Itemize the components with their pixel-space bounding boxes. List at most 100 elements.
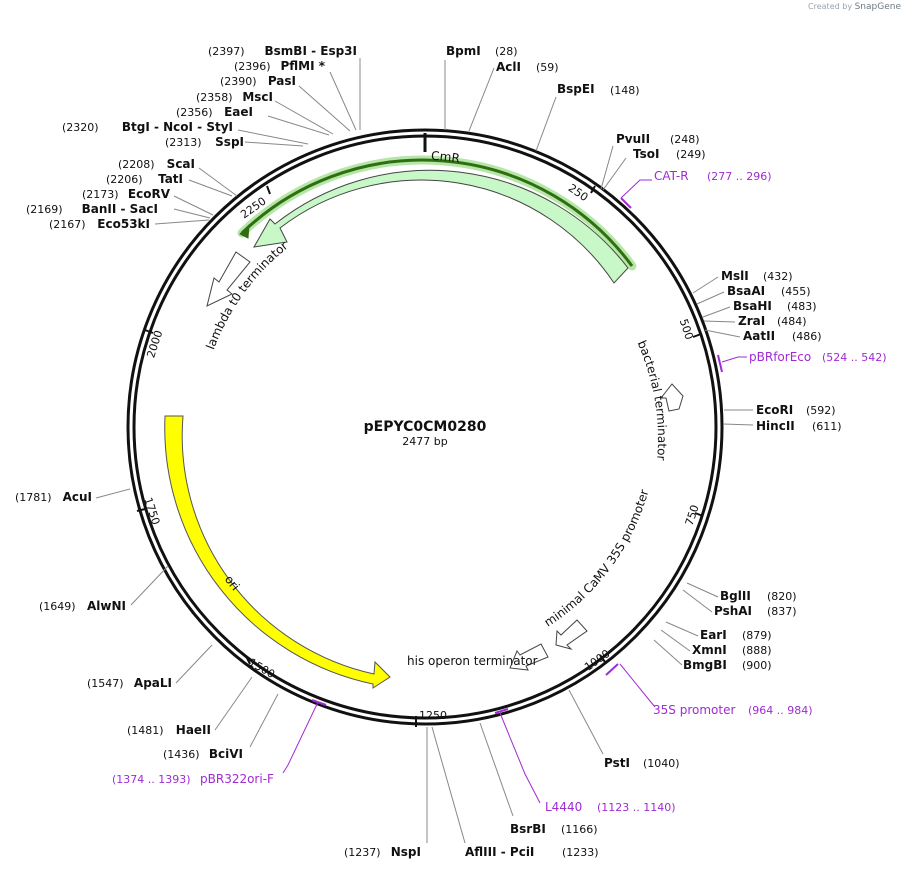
site-name-acui: AcuI: [63, 490, 92, 504]
site-pos-eaei: (2356): [176, 106, 213, 119]
site-bsrbi[interactable]: BsrBI (1166): [510, 822, 598, 836]
site-bspei[interactable]: BspEI(148): [557, 82, 640, 97]
site-bsmbi-esp3i[interactable]: (2397) BsmBI - Esp3I: [208, 44, 357, 58]
site-psti[interactable]: PstI(1040): [604, 756, 680, 770]
site-eaei[interactable]: (2356)EaeI: [176, 105, 253, 119]
primer-pbr322ori-f[interactable]: (1374 .. 1393) pBR322ori-F: [112, 699, 327, 786]
site-pos-bsmbi-esp3i: (2397): [208, 45, 245, 58]
site-eari[interactable]: EarI (879): [700, 628, 772, 642]
site-hincii[interactable]: HincII(611): [756, 419, 842, 433]
site-name-tsoi: TsoI: [633, 147, 659, 161]
plasmid-name: pEPYC0CM0280: [364, 419, 487, 435]
site-pos-bsahi: (483): [787, 300, 817, 313]
cmr-arrow: [253, 169, 629, 284]
tick-2000: 2000: [144, 329, 165, 360]
bacterial-terminator-arrow: [659, 383, 684, 412]
tick-500: 500: [677, 317, 702, 341]
site-name-ecorv: EcoRV: [128, 187, 171, 201]
site-btgi-ncoi-styi[interactable]: (2320)BtgI - NcoI - StyI: [62, 120, 233, 134]
feature-ori[interactable]: ori: [164, 415, 391, 689]
site-pos-msli: (432): [763, 270, 793, 283]
site-pos-bsrbi: (1166): [561, 823, 598, 836]
site-name-apali: ApaLI: [134, 676, 172, 690]
tick-750: 750: [683, 503, 704, 527]
site-pos-afliii-pcii: (1233): [562, 846, 599, 859]
feature-his-operon-terminator[interactable]: his operon terminator: [407, 643, 549, 671]
site-pos-eco53ki: (2167): [49, 218, 86, 231]
feature-minimal-camv-35s-promoter[interactable]: minimal CaMV 35S promoter: [542, 488, 652, 650]
plasmid-center-label: pEPYC0CM0280 2477 bp: [364, 419, 487, 448]
site-pos-tsoi: (249): [676, 148, 706, 161]
tick-label-750: 750: [683, 503, 702, 527]
site-leader-lines: [95, 58, 754, 844]
site-pos-aatii: (486): [792, 330, 822, 343]
site-apali[interactable]: (1547) ApaLI: [87, 676, 172, 690]
site-msci[interactable]: (2358)MscI: [196, 90, 273, 104]
site-ecorv[interactable]: (2173)EcoRV: [82, 187, 171, 201]
credit-brand: SnapGene: [854, 2, 901, 12]
site-name-bsrbi: BsrBI: [510, 822, 546, 836]
sites-right: BpmI(28) AclI(59) BspEI(148) PvuII(248) …: [446, 44, 842, 859]
site-name-bsmbi-esp3i: BsmBI - Esp3I: [265, 44, 357, 58]
site-bcivi[interactable]: (1436)BciVI: [163, 747, 243, 761]
site-pos-zrai: (484): [777, 315, 807, 328]
tick-label-1250: 1250: [419, 709, 447, 722]
site-name-ecori: EcoRI: [756, 403, 793, 417]
site-pvuii[interactable]: PvuII(248): [616, 132, 700, 146]
site-bsaai[interactable]: BsaAI(455): [727, 284, 811, 298]
sites-left: (2397) BsmBI - Esp3I (2396)PflMI * (2390)…: [15, 44, 421, 859]
feature-cmr[interactable]: CmR: [237, 149, 637, 284]
site-bsahi[interactable]: BsaHI(483): [733, 299, 817, 313]
site-pos-pasi: (2390): [220, 75, 257, 88]
site-pos-eari: (879): [742, 629, 772, 642]
feature-lambda-t0-terminator[interactable]: lambda t0 terminator: [203, 239, 290, 352]
site-aatii[interactable]: AatII (486): [743, 329, 822, 343]
primer-range-pbrforeco: (524 .. 542): [822, 351, 887, 364]
site-name-zrai: ZraI: [738, 314, 765, 328]
primer-cat-r[interactable]: CAT-R (277 .. 296): [620, 169, 772, 209]
site-xmni[interactable]: XmnI(888): [692, 643, 772, 657]
site-name-acli: AclI: [496, 60, 521, 74]
primer-pbrforeco[interactable]: pBRforEco (524 .. 542): [717, 350, 887, 373]
site-pos-ecori: (592): [806, 404, 836, 417]
lambda-t0-arrow: [206, 251, 251, 307]
site-pos-xmni: (888): [742, 644, 772, 657]
site-tsoi[interactable]: TsoI (249): [633, 147, 706, 161]
site-pos-sspi: (2313): [165, 136, 202, 149]
site-name-pshai: PshAI: [714, 604, 752, 618]
site-name-bcivi: BciVI: [209, 747, 243, 761]
site-bpmi[interactable]: BpmI(28): [446, 44, 518, 58]
site-zrai[interactable]: ZraI (484): [738, 314, 807, 328]
site-pos-pvuii: (248): [670, 133, 700, 146]
site-pflmi[interactable]: (2396)PflMI *: [234, 59, 326, 73]
site-banii-saci[interactable]: (2169)BanII - SacI: [26, 202, 158, 216]
site-ecori[interactable]: EcoRI (592): [756, 403, 836, 417]
site-sspi[interactable]: (2313)SspI: [165, 135, 244, 149]
site-tati[interactable]: (2206)TatI: [106, 172, 183, 186]
site-acui[interactable]: (1781)AcuI: [15, 490, 92, 504]
site-haeii[interactable]: (1481)HaeII: [127, 723, 211, 737]
site-nspi[interactable]: (1237)NspI: [344, 845, 421, 859]
site-eco53ki[interactable]: (2167)Eco53kI: [49, 217, 150, 231]
site-bmgbi[interactable]: BmgBI(900): [683, 658, 772, 672]
site-name-tati: TatI: [158, 172, 183, 186]
site-bglii[interactable]: BglII(820): [720, 589, 797, 603]
primer-name-35s: 35S promoter: [653, 703, 735, 717]
site-pos-bmgbi: (900): [742, 659, 772, 672]
plasmid-length: 2477 bp: [402, 435, 447, 448]
site-name-psti: PstI: [604, 756, 630, 770]
site-acli[interactable]: AclI(59): [496, 60, 559, 74]
site-pos-apali: (1547): [87, 677, 124, 690]
site-name-alwni: AlwNI: [87, 599, 126, 613]
site-name-aatii: AatII: [743, 329, 775, 343]
site-pshai[interactable]: PshAI(837): [714, 604, 797, 618]
site-afliii-pcii[interactable]: AflIII - PciI(1233): [465, 845, 599, 859]
primer-35s-promoter[interactable]: 35S promoter (964 .. 984): [605, 663, 813, 717]
site-pasi[interactable]: (2390)PasI: [220, 74, 296, 88]
feature-bacterial-terminator[interactable]: bacterial terminator: [635, 338, 684, 461]
primer-l4440[interactable]: L4440 (1123 .. 1140): [494, 708, 676, 814]
site-msli[interactable]: MslI(432): [721, 269, 793, 283]
site-alwni[interactable]: (1649)AlwNI: [39, 599, 126, 613]
site-name-eari: EarI: [700, 628, 727, 642]
site-scai[interactable]: (2208)ScaI: [118, 157, 195, 171]
